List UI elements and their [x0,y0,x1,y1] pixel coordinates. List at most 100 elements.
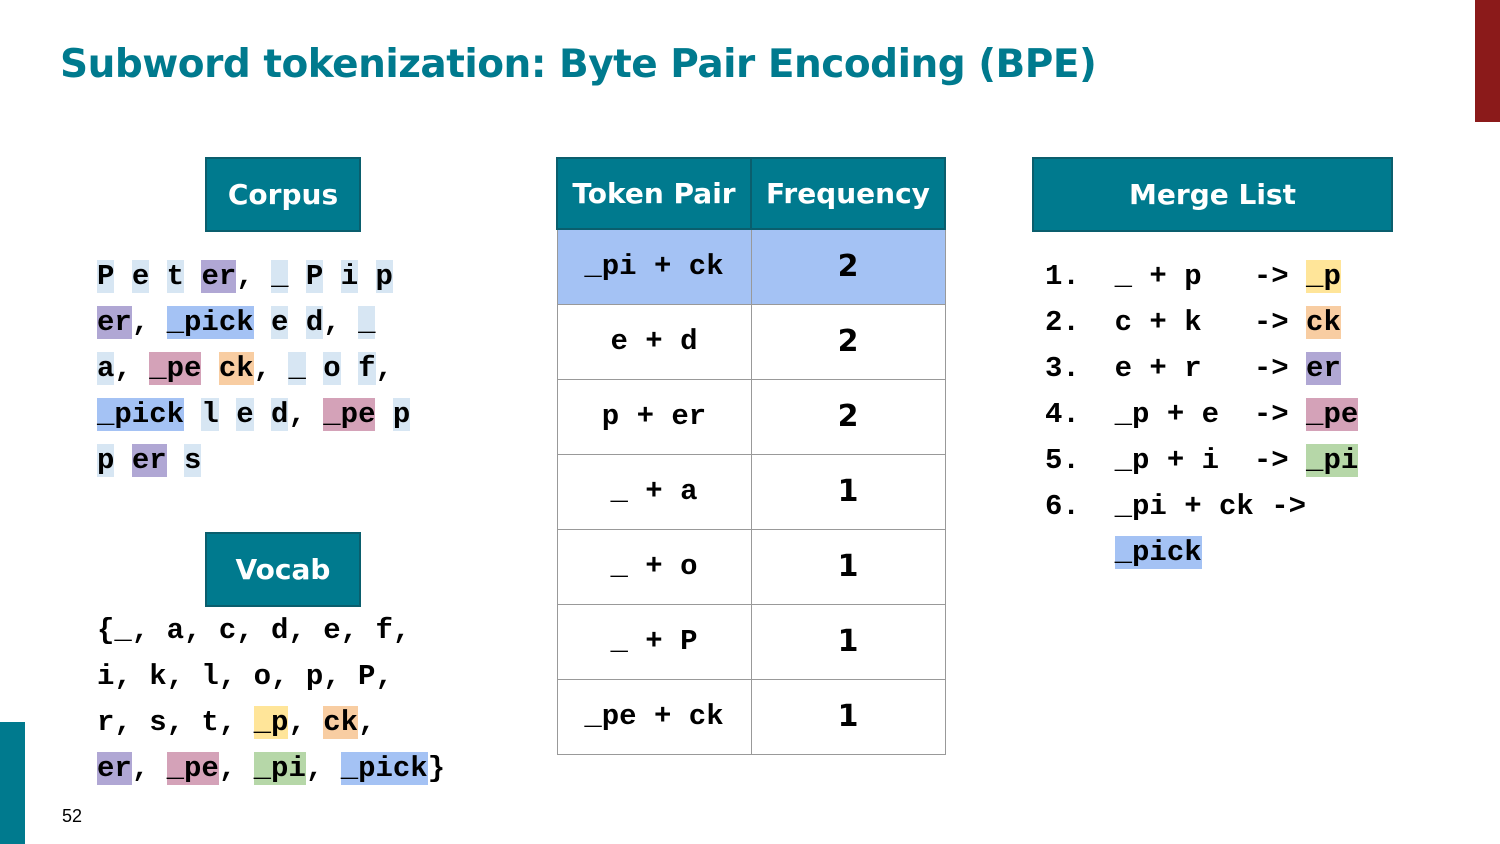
corpus-text [306,352,323,385]
corpus-text [341,352,358,385]
merge-list-header: Merge List [1032,157,1393,232]
vocab-line: {_, a, c, d, e, f, [97,611,410,651]
merge-line: 2. c + k -> ck [1045,303,1341,343]
corpus-line: p er s [97,441,202,481]
vocab-text: } [427,752,446,785]
token-none: p [375,260,393,293]
corpus-text [358,260,375,293]
token-none: e [236,398,254,431]
table-row: _ + P 1 [556,603,946,680]
token-none: e [131,260,150,293]
corpus-line: P e t er, _ P i p [97,257,393,297]
table-row: p + er 2 [556,378,946,455]
token-none: p [97,444,115,477]
vocab-text: , [305,752,341,785]
token-ck: ck [323,706,359,739]
merge-text [1045,536,1115,569]
corpus-text: , [375,352,393,385]
vocab-line: r, s, t, _p, ck, [97,703,375,743]
token-none: s [184,444,202,477]
merge-text: 3. e + r -> [1045,352,1307,385]
corpus-text: , [236,260,272,293]
token-none: e [271,306,289,339]
token-pi: _pi [253,752,306,785]
token-er: er [1306,352,1341,385]
side-accent-bar [0,722,25,844]
token-none: _ [288,352,306,385]
corpus-line: a, _pe ck, _ o f, [97,349,393,389]
frequency-cell: 1 [750,678,946,755]
corpus-text [114,260,131,293]
corpus-text [219,398,236,431]
vocab-text: {_, a, c, d, e, f, [97,614,411,647]
corpus-text [288,260,305,293]
frequency-cell: 1 [750,453,946,530]
page-number: 52 [62,806,83,826]
vocab-text: , [218,752,254,785]
merge-line: 6. _pi + ck -> [1045,487,1306,527]
token-pair-cell: p + er [556,378,752,455]
vocab-text: r, s, t, [97,706,254,739]
token-none: P [305,260,324,293]
corpus-text [254,306,271,339]
merge-text: 4. _p + e -> [1045,398,1307,431]
token-none: o [323,352,341,385]
token-none: _ [271,260,289,293]
merge-line: 5. _p + i -> _pi [1045,441,1359,481]
merge-line: _pick [1045,533,1202,573]
token-ck: ck [218,352,254,385]
vocab-text: , [288,706,324,739]
merge-line: 1. _ + p -> _p [1045,257,1341,297]
token-none: P [97,260,115,293]
corpus-text [254,398,271,431]
token-none: d [271,398,289,431]
corpus-text: , [114,352,150,385]
token-pair-table: Token Pair Frequency _pi + ck 2 e + d 2 … [556,157,946,755]
token-none: l [201,398,219,431]
table-row: _ + o 1 [556,528,946,605]
token-none: i [340,260,359,293]
table-header-token-pair: Token Pair [556,157,752,230]
merge-text: 6. _pi + ck -> [1045,490,1307,523]
merge-line: 4. _p + e -> _pe [1045,395,1359,435]
token-er: er [201,260,237,293]
corpus-text [184,398,201,431]
merge-line: 3. e + r -> er [1045,349,1341,389]
table-row: _pe + ck 1 [556,678,946,755]
token-pair-cell: _pe + ck [556,678,752,755]
token-pair-cell: _ + a [556,453,752,530]
token-pair-cell: _ + o [556,528,752,605]
token-pi: _pi [1306,444,1359,477]
vocab-line: er, _pe, _pi, _pick} [97,749,445,789]
merge-text: 1. _ + p -> [1045,260,1307,293]
token-pick: _pick [166,306,254,339]
token-none: a [97,352,115,385]
corpus-text [323,260,340,293]
token-pe: _pe [323,398,376,431]
table-row: _pi + ck 2 [556,228,946,305]
frequency-cell: 1 [750,603,946,680]
token-er: er [97,306,132,339]
token-none: t [166,260,185,293]
token-pair-cell: _pi + ck [556,228,752,305]
table-row: _ + a 1 [556,453,946,530]
token-none: p [392,398,411,431]
token-ck: ck [1306,306,1341,339]
table-row: e + d 2 [556,303,946,380]
vocab-line: i, k, l, o, p, P, [97,657,393,697]
merge-text: 5. _p + i -> [1045,444,1307,477]
frequency-cell: 2 [750,378,946,455]
token-pick: _pick [1114,536,1202,569]
corpus-text [375,398,392,431]
token-pe: _pe [166,752,219,785]
corpus-text [149,260,166,293]
corpus-header: Corpus [205,157,361,232]
token-pick: _pick [97,398,185,431]
token-p: _p [1306,260,1341,293]
corpus-text: , [131,306,167,339]
vocab-text: i, k, l, o, p, P, [97,660,393,693]
token-pair-cell: _ + P [556,603,752,680]
token-er: er [131,444,167,477]
vocab-text: , [358,706,376,739]
frequency-cell: 2 [750,303,946,380]
